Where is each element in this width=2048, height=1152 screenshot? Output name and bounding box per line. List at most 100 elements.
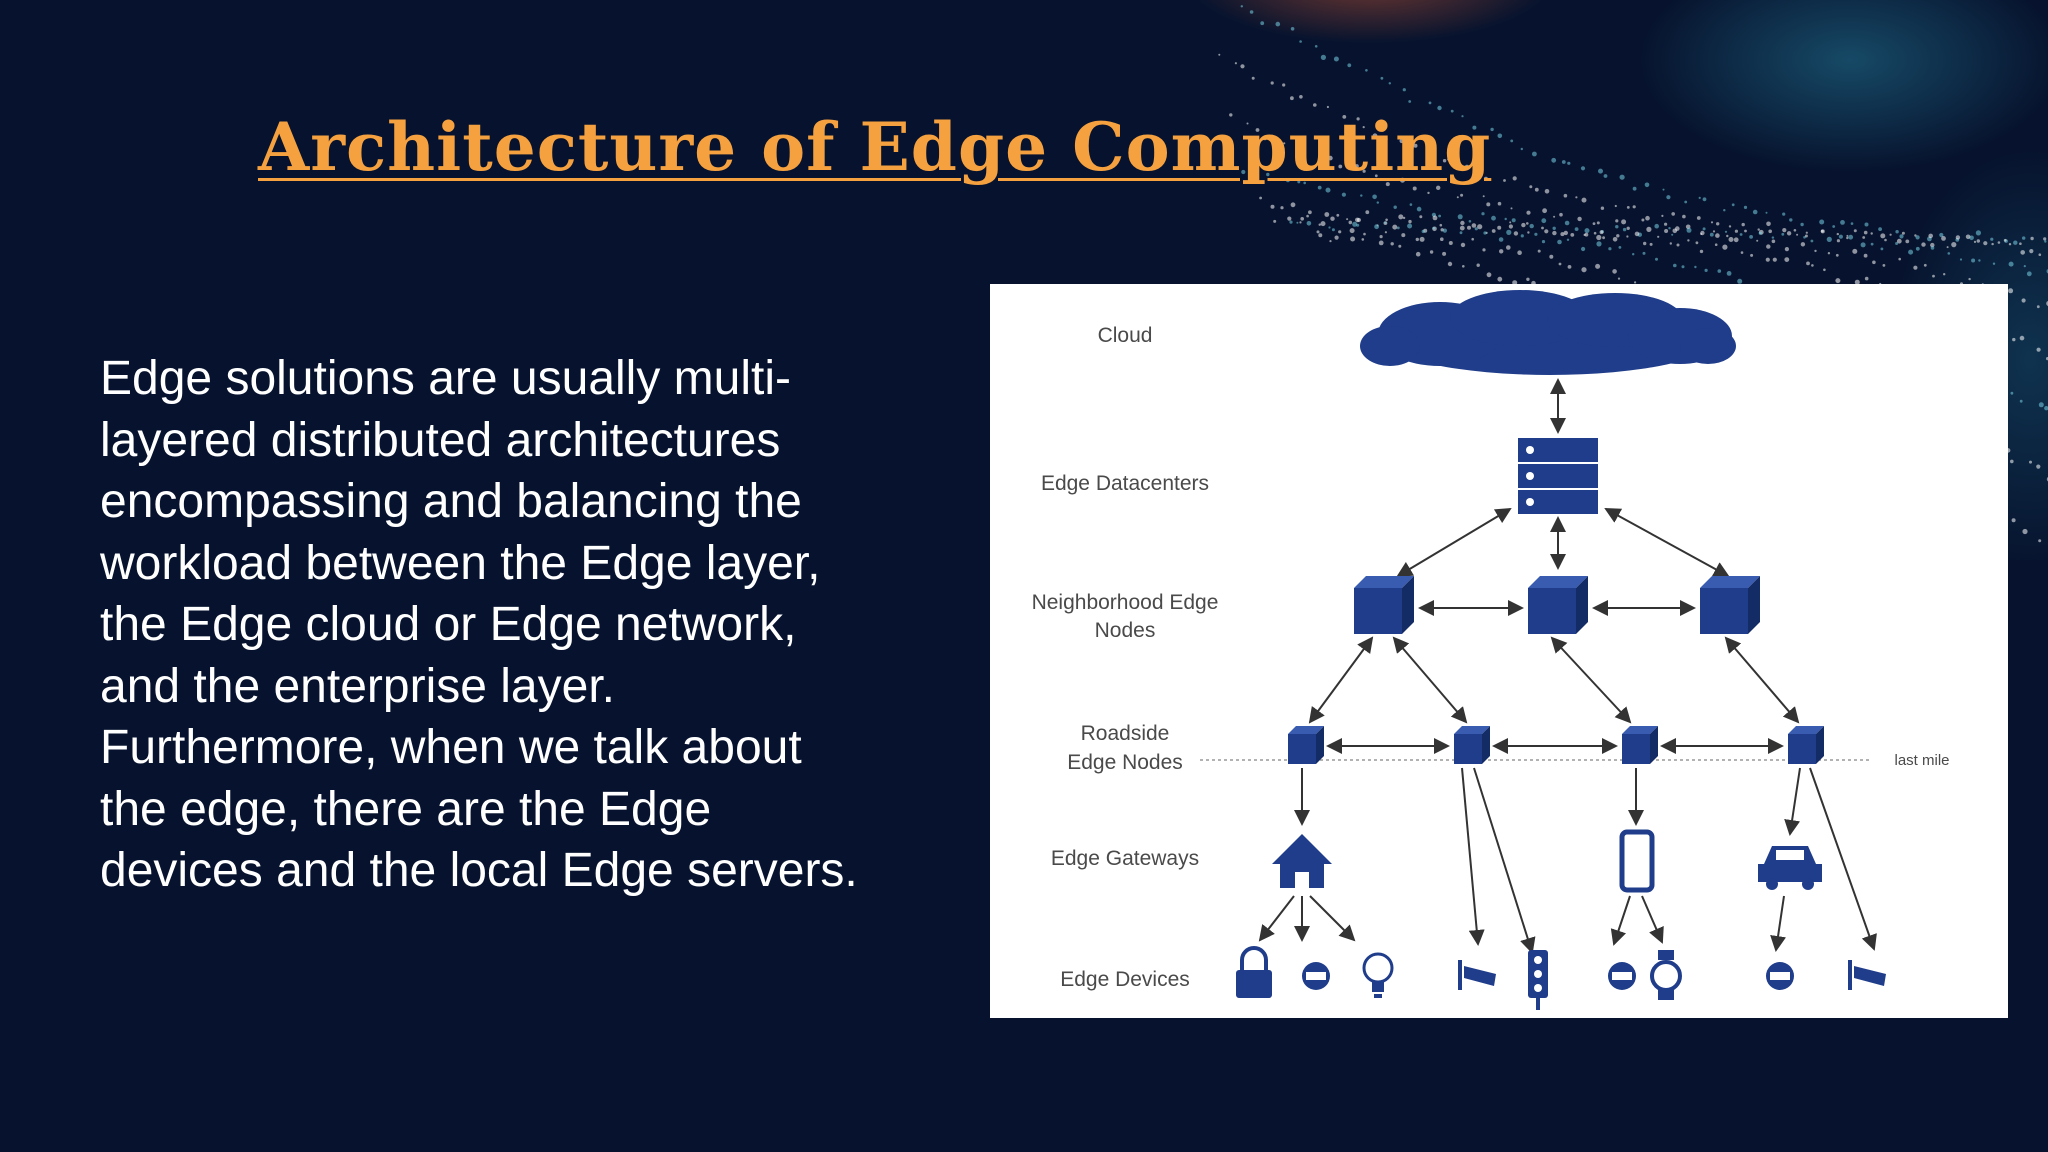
background-dot — [1672, 228, 1678, 234]
background-dot — [1442, 159, 1447, 163]
background-dot — [1399, 138, 1404, 144]
background-dot — [1889, 233, 1892, 236]
background-dot — [1734, 229, 1738, 233]
background-dot — [1913, 265, 1918, 270]
background-dot — [1700, 233, 1703, 235]
background-dot — [1592, 222, 1596, 226]
background-dot — [1486, 202, 1491, 207]
background-dot — [1376, 201, 1380, 204]
background-dot — [1752, 209, 1758, 215]
background-dot — [1827, 252, 1831, 255]
background-dot — [1971, 258, 1976, 263]
background-dot — [1941, 236, 1946, 241]
background-dot — [1385, 182, 1390, 187]
background-dot — [1393, 205, 1397, 209]
phone-icon — [1619, 829, 1655, 893]
background-dot — [1526, 210, 1531, 215]
background-dot — [1810, 239, 1814, 243]
background-dot — [1229, 113, 1233, 117]
background-dot — [1814, 249, 1817, 253]
layer-label-cloud: Cloud — [1098, 324, 1153, 347]
background-dot — [1923, 263, 1927, 267]
background-dot — [1717, 269, 1722, 273]
background-dot — [1796, 233, 1799, 236]
background-dot — [1252, 167, 1257, 172]
background-dot — [1634, 231, 1640, 237]
background-dot — [1676, 243, 1680, 247]
background-dot — [1529, 223, 1534, 229]
background-dot — [1477, 224, 1483, 230]
background-dot — [1374, 174, 1378, 178]
background-dot — [1349, 228, 1355, 234]
background-dot — [1664, 222, 1668, 226]
background-dot — [1612, 237, 1618, 242]
background-dot — [1328, 155, 1333, 161]
background-dot — [2008, 243, 2012, 246]
background-dot — [1273, 219, 1277, 223]
background-dot — [1955, 235, 1961, 240]
background-dot — [1939, 232, 1944, 238]
background-dot — [1491, 215, 1496, 221]
background-dot — [1581, 267, 1587, 273]
background-dot — [1510, 139, 1514, 143]
background-dot — [1946, 246, 1949, 249]
background-dot — [1534, 187, 1539, 192]
background-dot — [1662, 188, 1665, 191]
background-dot — [1472, 125, 1477, 130]
background-dot — [1541, 240, 1546, 244]
background-dot — [1722, 244, 1728, 250]
background-dot — [1402, 88, 1406, 92]
background-dot — [1297, 180, 1301, 184]
background-dot — [1448, 241, 1453, 245]
background-dot — [1347, 63, 1352, 68]
background-dot — [1580, 166, 1586, 171]
background-dot — [1781, 232, 1785, 236]
background-dot — [1595, 263, 1601, 269]
background-dot — [1574, 227, 1579, 232]
background-dot — [1388, 82, 1392, 85]
background-dot — [1712, 230, 1716, 233]
background-dot — [1241, 169, 1246, 175]
background-dot — [1520, 147, 1524, 151]
background-dot — [1457, 214, 1463, 220]
background-dot — [1497, 133, 1503, 139]
background-dot — [2013, 240, 2018, 245]
background-dot — [1756, 239, 1759, 242]
background-dot — [1474, 227, 1478, 231]
background-dot — [1542, 208, 1547, 214]
background-dot — [1698, 196, 1701, 199]
background-dot — [1671, 233, 1674, 236]
background-dot — [1878, 227, 1882, 232]
background-dot — [1626, 226, 1630, 230]
background-dot — [1512, 176, 1517, 181]
background-dot — [1401, 233, 1406, 238]
car-icon — [1758, 846, 1822, 890]
background-dot — [1723, 209, 1726, 212]
background-dot — [1702, 197, 1707, 202]
background-dot — [1467, 225, 1471, 230]
background-dot — [1584, 232, 1589, 237]
background-dot — [1471, 237, 1474, 241]
background-dot — [1668, 227, 1671, 230]
background-dot — [1838, 234, 1843, 239]
layer-label-roadside-1: Roadside — [1081, 722, 1170, 745]
background-dot — [1526, 222, 1529, 225]
background-dot — [1728, 237, 1734, 242]
background-dot — [1551, 157, 1557, 163]
background-dot — [1296, 146, 1302, 151]
background-dot — [1702, 227, 1706, 231]
background-dot — [1820, 229, 1825, 234]
background-dot — [1259, 196, 1262, 200]
background-dot — [1862, 236, 1866, 239]
background-dot — [1328, 226, 1331, 229]
background-dot — [1608, 247, 1612, 251]
background-dot — [1532, 151, 1537, 157]
background-dot — [1317, 185, 1322, 190]
background-dot — [2036, 464, 2041, 469]
background-dot — [1803, 236, 1806, 239]
background-dot — [2012, 337, 2016, 342]
background-dot — [2029, 249, 2034, 254]
background-dot — [2036, 305, 2040, 309]
background-dot — [1645, 215, 1650, 221]
background-dot — [1968, 277, 1971, 281]
